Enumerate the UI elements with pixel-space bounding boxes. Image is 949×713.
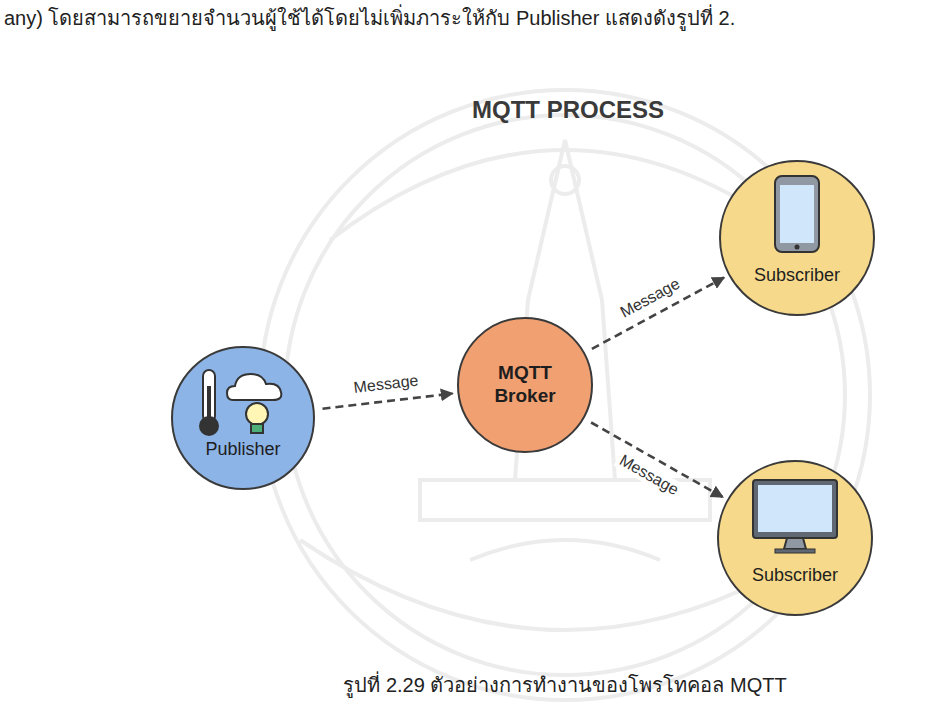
node-label: Subscriber bbox=[725, 565, 865, 587]
broker-circle: MQTT Broker bbox=[457, 317, 593, 453]
edge-label: Message bbox=[613, 449, 683, 499]
figure-caption: รูปที่ 2.29 ตัวอย่างการทำงานของโพรโทคอล … bbox=[115, 669, 949, 701]
publisher-circle: Publisher bbox=[171, 346, 315, 490]
subscriber-circle: Subscriber bbox=[719, 160, 875, 316]
subscriber-circle: Subscriber bbox=[717, 460, 873, 616]
node-label: Publisher bbox=[178, 439, 308, 461]
edge-label: Message bbox=[349, 371, 421, 397]
sensor-icons bbox=[171, 346, 315, 490]
diagram-title: MQTT PROCESS bbox=[368, 96, 768, 124]
monitor-icon bbox=[717, 460, 873, 616]
body-text: any) โดยสามารถขยายจำนวนผู้ใช้ได้โดยไม่เพ… bbox=[4, 2, 735, 34]
node-label: Subscriber bbox=[727, 265, 867, 287]
label-group: MQTT Broker bbox=[459, 362, 591, 408]
label-group: Subscriber bbox=[721, 265, 873, 287]
node-label: MQTT Broker bbox=[485, 362, 565, 408]
label-group: Publisher bbox=[173, 439, 313, 461]
label-group: Subscriber bbox=[719, 565, 871, 587]
edge-label: Message bbox=[614, 274, 685, 323]
message-arrow bbox=[323, 394, 453, 409]
phone-icon bbox=[719, 160, 875, 316]
